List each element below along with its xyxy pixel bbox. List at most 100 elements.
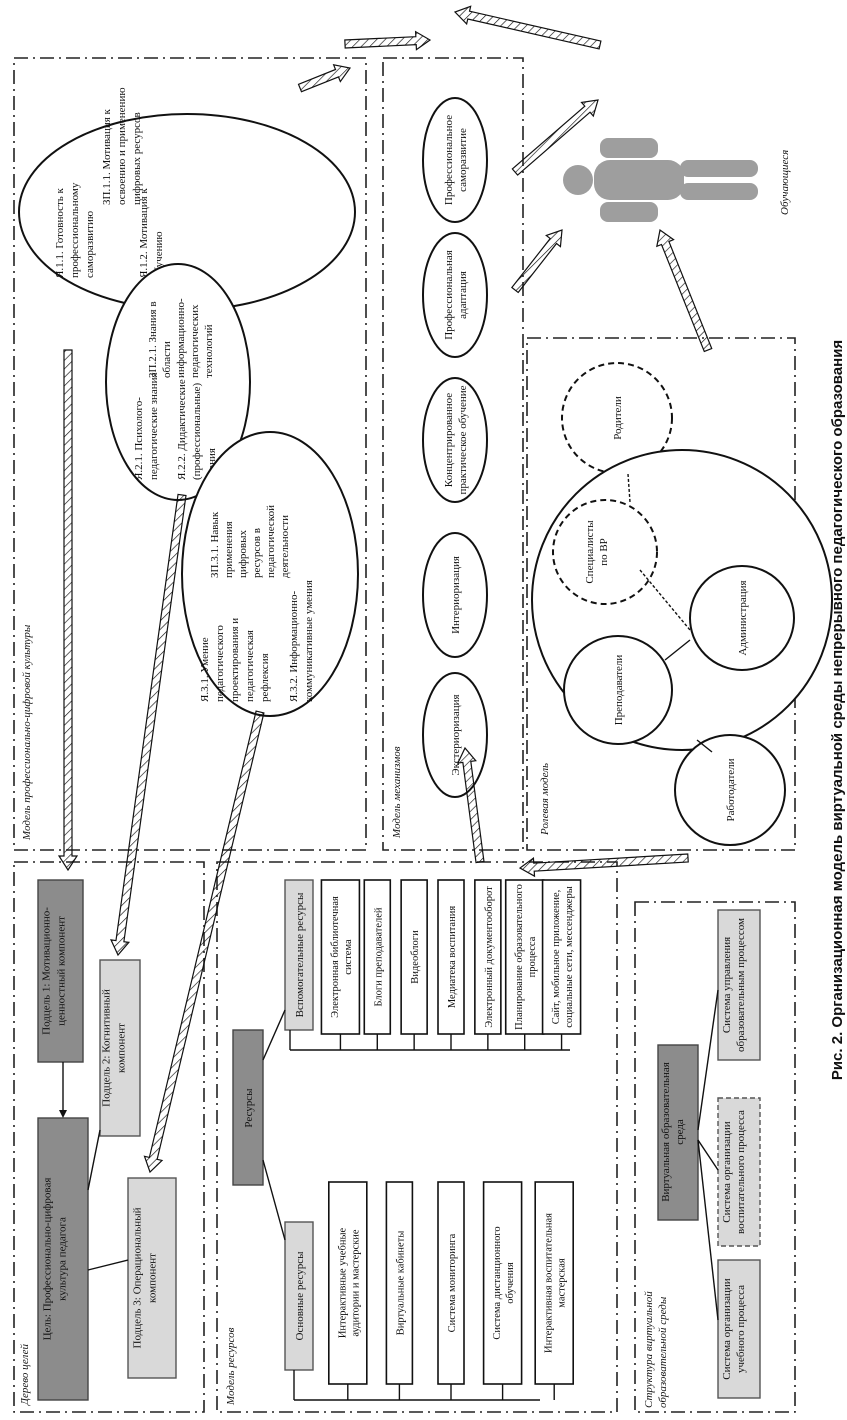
text-line: проектирования и (229, 618, 241, 702)
text-line: Специалисты (584, 520, 596, 584)
text-line: педагогическая (244, 630, 256, 702)
text-line: Система мониторинга (447, 1233, 458, 1332)
text-line: ЗП.3.1. Навык (209, 511, 221, 578)
teachers-circle (563, 635, 673, 745)
learner-figure (563, 138, 758, 222)
mechanism-label: Интериоризация (450, 556, 462, 634)
subgoal1-text: Подцель 1: Мотивационно-ценностный компо… (41, 907, 68, 1035)
role-links (627, 473, 713, 753)
text-line: педагогического (214, 625, 226, 702)
text-line: деятельности (279, 515, 291, 578)
system-upbringing-box (717, 1097, 761, 1247)
flow-arrow (456, 746, 485, 864)
text-line: по ВР (598, 538, 610, 566)
resources-root-box (232, 1029, 264, 1186)
resource-label: Блоги преподавателей (373, 907, 384, 1006)
text-line: Подцель 2: Когнитивный (101, 989, 113, 1107)
text-line: области (161, 341, 173, 378)
text-line: Я.2.1. Психолого- (133, 397, 145, 480)
text-line: образовательным процессом (735, 918, 747, 1052)
structure-links (697, 989, 719, 1321)
text-line: Я.1.1. Готовность к (54, 187, 66, 278)
text-line: Электронная библиотечная (330, 896, 341, 1018)
culture-model-frame (13, 57, 367, 851)
text-line: ресурсов в (251, 528, 263, 578)
resource-box (363, 879, 392, 1035)
text-line: практическое обучение (457, 385, 469, 494)
text-line: Планирование образовательного (514, 884, 525, 1030)
resource-box (474, 879, 502, 1035)
text-line: педагогические знания (148, 372, 160, 480)
goal-tree-title: Дерево целей (19, 1344, 31, 1406)
text-line: воспитательного процесса (735, 1110, 747, 1234)
text-line: образовательной среды (657, 1296, 669, 1408)
resource-box (482, 1181, 523, 1385)
resource-label: Виртуальные кабинеты (395, 1231, 406, 1336)
text-line: применения (223, 521, 235, 578)
goal-tree-frame (13, 861, 205, 1413)
text-line: Блоги преподавателей (373, 907, 384, 1006)
flow-arrow (518, 853, 689, 878)
text-line: ценностный компонент (56, 916, 68, 1026)
parents-circle (561, 362, 673, 474)
subgoal2-box (99, 959, 141, 1137)
main-resources-box (284, 1221, 314, 1371)
text-line: Интерактивная воспитательная (544, 1213, 555, 1353)
text-line: культура педагога (57, 1217, 69, 1301)
teachers-label: Преподаватели (613, 655, 625, 726)
administration-circle (689, 565, 795, 671)
text-line: аудитории и мастерские (350, 1229, 361, 1337)
text-line: ЗП.1.1. Мотивация к (101, 108, 113, 205)
text-line: Структура виртуальной (643, 1291, 655, 1408)
text-line: Медиатека воспитания (447, 906, 458, 1008)
mechanism-label: Экстериоризация (450, 694, 462, 775)
resource-box (437, 1181, 465, 1385)
flow-arrow (110, 493, 187, 957)
specialists-circle (552, 499, 658, 605)
subgoal1-box (37, 879, 84, 1063)
text-line: информационно- (175, 298, 187, 378)
resource-box (400, 879, 428, 1035)
learner-label: Обучающиеся (779, 150, 791, 215)
mechanisms-list: Экстериоризация Интериоризация Концентриро… (422, 97, 488, 798)
text-line: система (343, 939, 354, 975)
mechanisms-frame (382, 57, 524, 851)
goal-box (37, 1117, 89, 1401)
flow-arrows (57, 5, 713, 1174)
aux-resources-label: Вспомогательные ресурсы (294, 892, 306, 1017)
resource-label: Сайт, мобильное приложение,социальные се… (551, 886, 575, 1028)
resource-box (437, 879, 465, 1035)
resources-frame (216, 861, 618, 1413)
text-line: Система дистанционного (492, 1226, 503, 1339)
goal-tree-links (59, 1062, 129, 1271)
text-line: Экстериоризация (450, 694, 462, 775)
text-line: Интерактивные учебные (337, 1228, 348, 1339)
resource-box (534, 1181, 575, 1385)
text-line: саморазвитие (457, 128, 469, 192)
text-line: компонент (147, 1253, 159, 1303)
text-line: компонент (116, 1023, 128, 1073)
text-line: рефлексия (259, 653, 271, 702)
text-line: коммуникативные умения (303, 580, 315, 702)
resource-box (385, 1181, 414, 1385)
text-line: адаптация (457, 271, 469, 319)
flow-arrow (344, 30, 432, 51)
aux-resources-box (284, 879, 314, 1031)
text-line: цифровых (237, 530, 249, 578)
text-line: технологий (203, 324, 215, 378)
text-line: Система управления (721, 937, 733, 1033)
e2-b: Я.2.2. Дидактические(профессиональные)зн… (176, 379, 218, 480)
role-model-title: Ролевая модель (539, 763, 551, 836)
system-management-box (717, 909, 761, 1061)
